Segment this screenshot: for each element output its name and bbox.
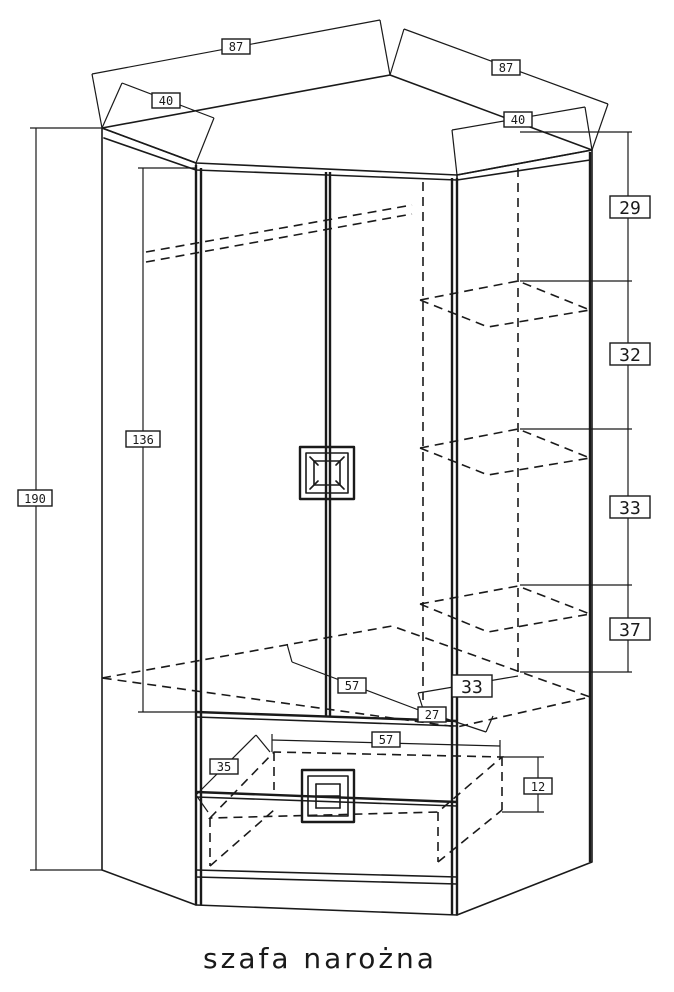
dim-label-shelf-depth: 33 bbox=[451, 674, 493, 698]
dim-label-inner-depth: 57 bbox=[337, 677, 367, 694]
svg-text:136: 136 bbox=[132, 433, 154, 447]
dim-label-depth-left: 40 bbox=[151, 92, 181, 109]
dim-label-shelf-gap-1: 29 bbox=[609, 195, 651, 219]
svg-text:190: 190 bbox=[24, 492, 46, 506]
dim-label-inner-offset: 27 bbox=[417, 706, 447, 723]
dim-label-shelf-gap-3: 33 bbox=[609, 495, 651, 519]
svg-text:87: 87 bbox=[229, 40, 243, 54]
svg-text:29: 29 bbox=[619, 198, 641, 219]
dim-label-drawer-height: 12 bbox=[523, 777, 553, 795]
dim-label-width-right: 87 bbox=[491, 59, 521, 76]
svg-text:37: 37 bbox=[619, 620, 641, 641]
left-side-panel bbox=[101, 127, 197, 906]
svg-text:27: 27 bbox=[425, 708, 439, 722]
dim-label-shelf-gap-4: 37 bbox=[609, 617, 651, 641]
dim-label-width-left: 87 bbox=[221, 38, 251, 55]
doors bbox=[195, 172, 458, 727]
dim-label-drawer-width: 57 bbox=[371, 731, 401, 748]
svg-text:87: 87 bbox=[499, 61, 513, 75]
svg-text:40: 40 bbox=[511, 113, 525, 127]
svg-text:33: 33 bbox=[619, 498, 641, 519]
dim-label-shelf-gap-2: 32 bbox=[609, 342, 651, 366]
svg-text:57: 57 bbox=[379, 733, 393, 747]
drawer-handle-icon bbox=[300, 768, 356, 824]
door-bottom-edge bbox=[195, 710, 458, 723]
cabinet-body bbox=[101, 74, 593, 916]
interior-hidden-lines bbox=[101, 168, 593, 728]
door-handle-icon bbox=[298, 445, 356, 501]
right-side-panel bbox=[456, 149, 593, 916]
dim-label-depth-right: 40 bbox=[503, 111, 533, 128]
svg-text:32: 32 bbox=[619, 345, 641, 366]
dim-label-drawer-depth: 35 bbox=[209, 758, 239, 775]
caption: szafa narożna bbox=[203, 942, 437, 975]
svg-text:33: 33 bbox=[461, 677, 483, 698]
dim-label-height-total: 190 bbox=[17, 489, 53, 507]
dim-label-door-height: 136 bbox=[125, 430, 161, 448]
svg-text:12: 12 bbox=[531, 780, 545, 794]
svg-text:35: 35 bbox=[217, 760, 231, 774]
svg-text:57: 57 bbox=[345, 679, 359, 693]
svg-text:40: 40 bbox=[159, 94, 173, 108]
